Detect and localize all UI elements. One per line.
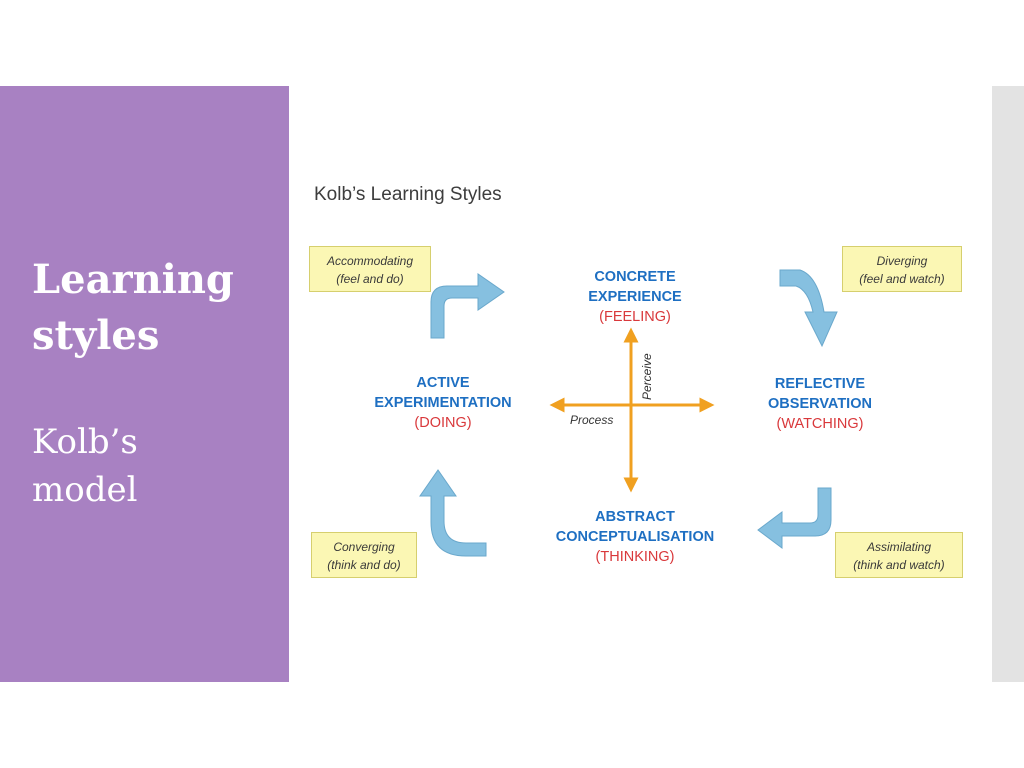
style-accommodating-name: Accommodating xyxy=(326,254,414,268)
title-panel xyxy=(0,86,289,682)
stage-abstract-mode: (THINKING) xyxy=(595,549,675,565)
stage-reflective-line-1: REFLECTIVE xyxy=(774,376,866,392)
diagram-heading: Kolb’s Learning Styles xyxy=(314,184,502,205)
stage-concrete-experience: CONCRETE EXPERIENCE (FEELING) xyxy=(540,267,730,327)
stage-concrete-mode: (FEELING) xyxy=(599,309,671,325)
style-accommodating-detail: (feel and do) xyxy=(336,272,404,286)
stage-active-mode: (DOING) xyxy=(414,415,472,431)
style-diverging-detail: (feel and watch) xyxy=(859,272,945,286)
style-box-accommodating: Accommodating (feel and do) xyxy=(309,246,431,292)
stage-abstract-line-1: ABSTRACT xyxy=(595,509,675,525)
stage-active-line-2: EXPERIMENTATION xyxy=(374,395,512,411)
style-assimilating-name: Assimilating xyxy=(866,540,932,554)
slide-title: Learning styles xyxy=(32,252,272,364)
process-axis-label: Process xyxy=(570,413,614,427)
perceive-axis-label: Perceive xyxy=(640,353,654,400)
stage-concrete-line-1: CONCRETE xyxy=(594,269,676,285)
slide-subtitle-line-1: Kolb’s xyxy=(32,422,138,462)
stage-active-line-1: ACTIVE xyxy=(416,375,470,391)
style-box-diverging: Diverging (feel and watch) xyxy=(842,246,962,292)
cycle-arrow-bottom-left xyxy=(419,469,487,557)
cycle-arrow-top-right xyxy=(779,269,838,348)
stage-active-experimentation: ACTIVE EXPERIMENTATION (DOING) xyxy=(352,373,534,433)
style-box-converging: Converging (think and do) xyxy=(311,532,417,578)
stage-reflective-mode: (WATCHING) xyxy=(776,416,864,432)
stage-abstract-conceptualisation: ABSTRACT CONCEPTUALISATION (THINKING) xyxy=(528,507,742,567)
stage-reflective-observation: REFLECTIVE OBSERVATION (WATCHING) xyxy=(738,374,902,434)
slide-title-line-2: styles xyxy=(32,312,160,359)
cycle-arrow-bottom-right xyxy=(757,487,832,549)
style-assimilating-detail: (think and watch) xyxy=(853,558,945,572)
stage-concrete-line-2: EXPERIENCE xyxy=(588,289,682,305)
style-diverging-name: Diverging xyxy=(876,254,928,268)
side-strip xyxy=(992,86,1024,682)
style-box-assimilating: Assimilating (think and watch) xyxy=(835,532,963,578)
stage-reflective-line-2: OBSERVATION xyxy=(768,396,872,412)
slide-subtitle-line-2: model xyxy=(32,470,138,510)
stage-abstract-line-2: CONCEPTUALISATION xyxy=(555,529,715,545)
cycle-arrow-top-left xyxy=(430,273,505,339)
style-converging-name: Converging xyxy=(333,540,395,554)
style-converging-detail: (think and do) xyxy=(327,558,401,572)
slide-title-line-1: Learning xyxy=(32,256,234,303)
slide-subtitle: Kolb’s model xyxy=(32,418,272,514)
